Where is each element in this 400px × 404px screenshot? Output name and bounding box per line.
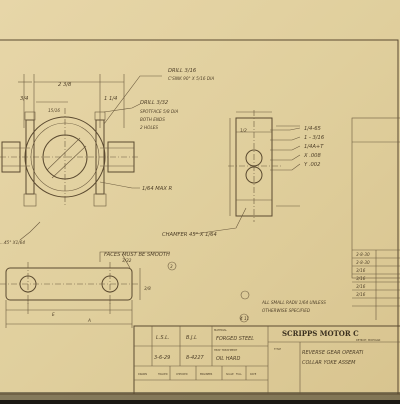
tb-company: SCRIPPS MOTOR C xyxy=(282,329,359,338)
dim-inner: 15/16 xyxy=(48,108,60,113)
note-drill-332: DRILL 3/32 xyxy=(140,100,168,106)
note-spotface: SPOTFACE 5/8 DIA xyxy=(140,109,178,114)
tb-col-scale: SCALE xyxy=(226,373,234,376)
dim-hole-332: 3/32 xyxy=(122,258,132,263)
note-both-ends: BOTH ENDS xyxy=(140,117,165,122)
revision-row-5: 3/16 xyxy=(356,284,366,289)
note-chamfer-left: ...45° X1/64 xyxy=(0,240,25,245)
bottom-view: FACES MUST BE SMOOTH 3 E A 3/32 3/8 xyxy=(0,251,177,328)
side-note-3: 1/4A+T xyxy=(304,144,324,150)
tb-title-label: TITLE xyxy=(274,347,281,351)
dim-bottom-e: E xyxy=(52,312,55,317)
top-view: 3/4 2 3/8 1 1/4 15/16 DRILL 3/16 xyxy=(0,68,214,245)
dim-side-top: 1/2 xyxy=(240,128,247,133)
note-drill-316: DRILL 3/16 xyxy=(168,68,197,74)
dim-bottom-a: A xyxy=(87,318,91,323)
side-view: 1/2 1/4-65 1 - 3/16 1/4A+T X .008 Y .002… xyxy=(162,110,325,238)
revision-row-3: 3/16 xyxy=(356,268,366,273)
side-note-2: 1 - 3/16 xyxy=(304,135,325,141)
note-2-holes: 2 HOLES xyxy=(140,125,158,130)
dim-side-38: 3/8 xyxy=(144,286,151,291)
note-max-radius: 1/64 MAX R xyxy=(142,186,173,192)
balloon-general: 4 11 xyxy=(240,316,250,321)
title-block xyxy=(133,325,400,395)
general-notes: ALL SMALL RADII 1/64 UNLESS OTHERWISE SP… xyxy=(239,290,326,323)
tb-col-checked: CHECKED xyxy=(176,373,188,376)
note-faces-smooth: FACES MUST BE SMOOTH xyxy=(104,252,170,258)
tb-col-traced: TRACED xyxy=(158,373,168,376)
revision-table-frame xyxy=(351,117,400,279)
revision-row-1: 3-8-30 xyxy=(356,252,370,257)
tb-col-engineer: ENGINEER xyxy=(200,373,213,376)
tb-scale-value: FULL xyxy=(236,373,242,376)
balloon-3 xyxy=(167,261,177,271)
dim-left-small: 3/4 xyxy=(20,96,28,102)
svg-text:3: 3 xyxy=(170,264,173,269)
side-note-5: Y .002 xyxy=(304,162,320,168)
tb-material-label: MATERIAL xyxy=(214,328,227,332)
tb-drawn-date: 3-6-29 xyxy=(154,355,170,361)
tb-checked-by: B.J.L xyxy=(186,335,197,341)
dim-top-right: 1 1/4 xyxy=(104,96,117,102)
tb-material: FORGED STEEL xyxy=(216,336,254,342)
tb-title-line1: REVERSE GEAR OPERATI xyxy=(302,350,364,356)
tb-col-date: DATE xyxy=(250,373,257,376)
tb-col-drawn: DRAWN xyxy=(138,373,147,376)
dim-top-mid: 2 3/8 xyxy=(58,82,72,88)
side-note-4: X .008 xyxy=(303,153,321,159)
tb-city: DETROIT, MICHIGAN xyxy=(356,339,380,342)
note-small-radii: ALL SMALL RADII 1/64 UNLESS xyxy=(261,300,326,305)
side-note-1: 1/4-65 xyxy=(304,126,322,132)
tb-title-line2: COLLAR YOKE ASSEM xyxy=(302,360,356,366)
tb-heat-label: HEAT TREATMENT xyxy=(214,348,238,352)
revision-row-2: 3-8-30 xyxy=(356,260,370,265)
tb-checked-date: 8-4227 xyxy=(186,355,205,361)
note-chamfer: CHAMFER 45° X 1/64 xyxy=(162,232,217,238)
note-otherwise: OTHERWISE SPECIFIED xyxy=(262,308,311,313)
tb-heat-treat: OIL HARD xyxy=(216,356,240,362)
revision-row-6: 3/16 xyxy=(356,292,366,297)
revision-row-4: 3/16 xyxy=(356,276,366,281)
note-csink: C'SINK 90° X 5/16 DIA xyxy=(168,76,214,81)
tb-drawn-by: L.S.L. xyxy=(156,335,170,341)
revision-table xyxy=(351,117,400,320)
